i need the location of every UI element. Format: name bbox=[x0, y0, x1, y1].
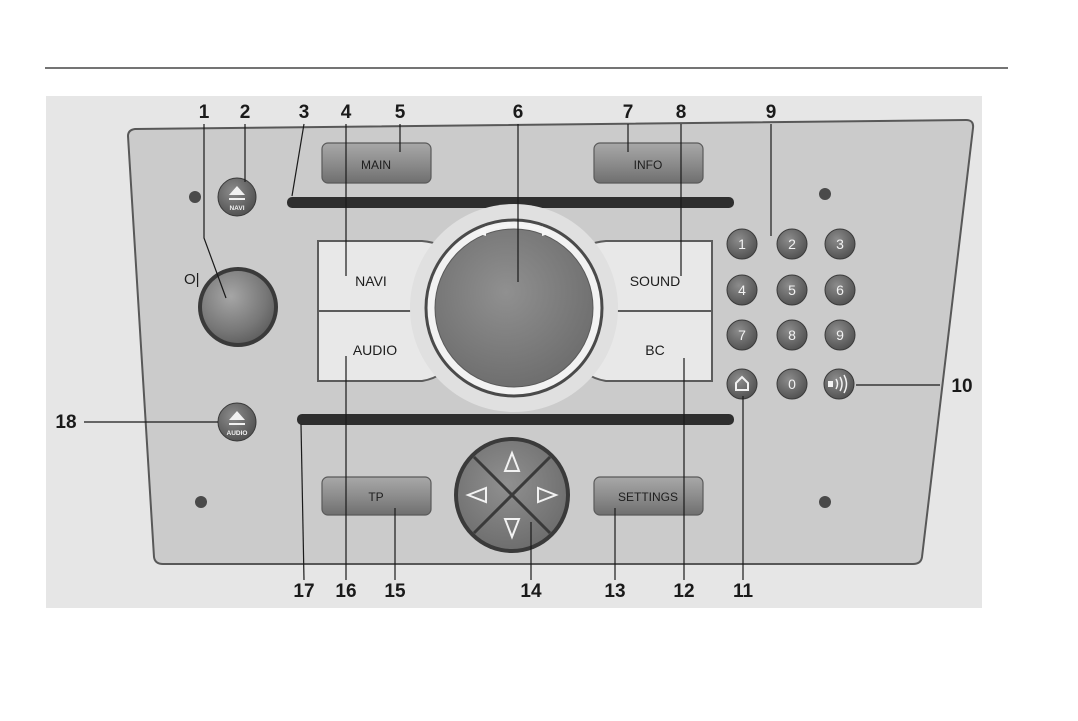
keypad-button-8[interactable]: 8 bbox=[777, 320, 807, 350]
keypad-digit-3: 3 bbox=[836, 236, 844, 252]
callout-10: 10 bbox=[951, 376, 972, 397]
callout-7: 7 bbox=[623, 102, 634, 123]
audio-eject-caption: AUDIO bbox=[227, 430, 248, 437]
sound-button-label: SOUND bbox=[630, 273, 681, 289]
callout-3: 3 bbox=[299, 102, 310, 123]
callout-2: 2 bbox=[240, 102, 251, 123]
keypad-digit-4: 4 bbox=[738, 282, 746, 298]
keypad-digit-8: 8 bbox=[788, 327, 796, 343]
navi-eject-caption: NAVI bbox=[229, 205, 244, 212]
settings-button-label: SETTINGS bbox=[618, 490, 678, 504]
sound-button[interactable]: SOUND bbox=[630, 273, 681, 289]
power-volume-knob[interactable] bbox=[198, 267, 278, 347]
callout-14: 14 bbox=[520, 581, 542, 602]
keypad-button-2[interactable]: 2 bbox=[777, 229, 807, 259]
screw-hole-top-right bbox=[819, 188, 831, 200]
keypad-digit-9: 9 bbox=[836, 327, 844, 343]
callout-5: 5 bbox=[395, 102, 406, 123]
navi-eject-button[interactable]: NAVI bbox=[218, 178, 256, 216]
callout-9: 9 bbox=[766, 102, 777, 123]
settings-button[interactable]: SETTINGS bbox=[594, 477, 703, 515]
screw-hole-top-left bbox=[189, 191, 201, 203]
info-button[interactable]: INFO bbox=[594, 143, 703, 183]
audio-disc-slot bbox=[297, 414, 734, 425]
multifunction-knob[interactable] bbox=[426, 220, 602, 396]
navigation-dpad[interactable] bbox=[454, 437, 570, 553]
phone-button[interactable] bbox=[824, 369, 854, 399]
screw-hole-bottom-left bbox=[195, 496, 207, 508]
keypad-button-4[interactable]: 4 bbox=[727, 275, 757, 305]
favourites-button[interactable] bbox=[727, 369, 757, 399]
navi-button-label: NAVI bbox=[355, 273, 387, 289]
main-button[interactable]: MAIN bbox=[322, 143, 431, 183]
info-button-label: INFO bbox=[634, 158, 663, 172]
callout-4: 4 bbox=[341, 102, 352, 123]
callout-13: 13 bbox=[604, 581, 625, 602]
main-button-label: MAIN bbox=[361, 158, 391, 172]
keypad-button-1[interactable]: 1 bbox=[727, 229, 757, 259]
keypad-button-6[interactable]: 6 bbox=[825, 275, 855, 305]
phone-icon bbox=[828, 381, 833, 387]
keypad-button-3[interactable]: 3 bbox=[825, 229, 855, 259]
callout-18: 18 bbox=[55, 412, 76, 433]
keypad-button-7[interactable]: 7 bbox=[727, 320, 757, 350]
callout-8: 8 bbox=[676, 102, 687, 123]
callout-1: 1 bbox=[199, 102, 210, 123]
audio-eject-button[interactable]: AUDIO bbox=[218, 403, 256, 441]
callout-16: 16 bbox=[335, 581, 356, 602]
keypad-digit-0: 0 bbox=[788, 376, 796, 392]
screw-hole-bottom-right bbox=[819, 496, 831, 508]
callout-12: 12 bbox=[673, 581, 694, 602]
keypad-digit-1: 1 bbox=[738, 236, 746, 252]
keypad-button-9[interactable]: 9 bbox=[825, 320, 855, 350]
audio-button-label: AUDIO bbox=[353, 342, 397, 358]
callout-17: 17 bbox=[293, 581, 314, 602]
tp-button-label: TP bbox=[368, 490, 383, 504]
callout-11: 11 bbox=[733, 581, 754, 602]
keypad-button-5[interactable]: 5 bbox=[777, 275, 807, 305]
keypad-digit-7: 7 bbox=[738, 327, 746, 343]
callout-6: 6 bbox=[513, 102, 524, 123]
keypad-button-0[interactable]: 0 bbox=[777, 369, 807, 399]
keypad-digit-5: 5 bbox=[788, 282, 796, 298]
bc-button[interactable]: BC bbox=[645, 342, 664, 358]
tp-button[interactable]: TP bbox=[322, 477, 431, 515]
callout-15: 15 bbox=[384, 581, 406, 602]
navi-button[interactable]: NAVI bbox=[355, 273, 387, 289]
audio-button[interactable]: AUDIO bbox=[353, 342, 397, 358]
keypad-digit-6: 6 bbox=[836, 282, 844, 298]
power-symbol: O| bbox=[184, 271, 200, 288]
bc-button-label: BC bbox=[645, 342, 664, 358]
keypad-digit-2: 2 bbox=[788, 236, 796, 252]
